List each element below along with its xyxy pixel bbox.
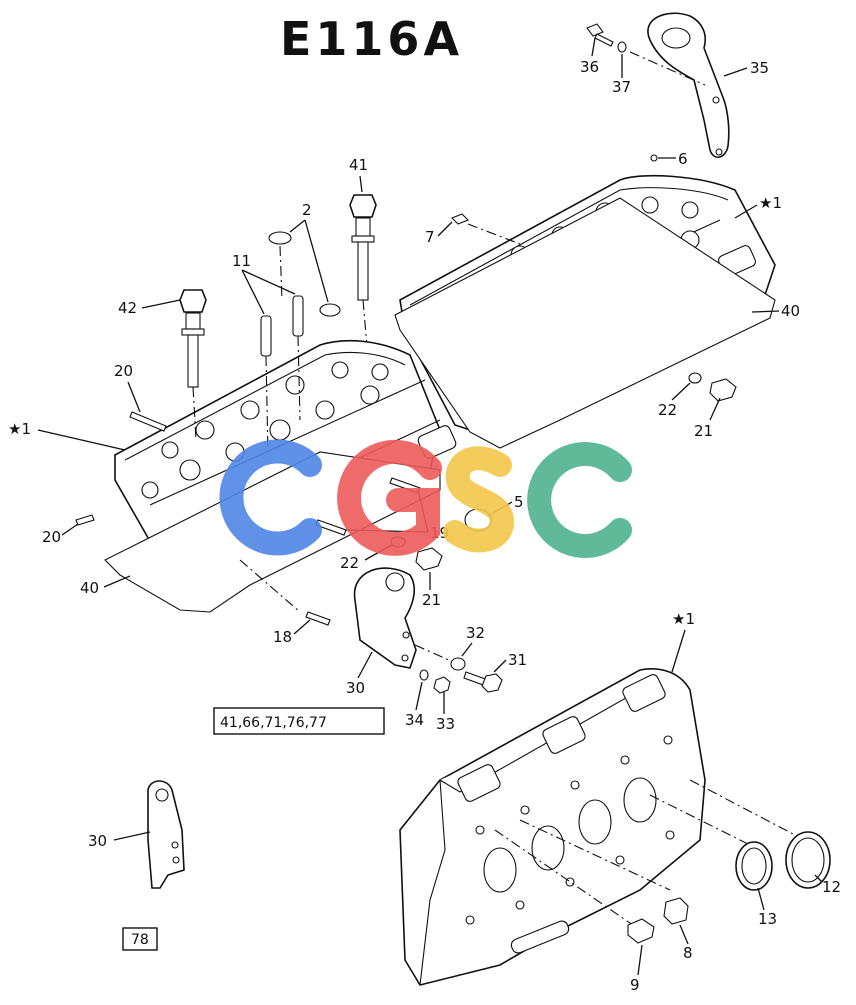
diagram-title: E116A (280, 12, 463, 66)
callout-40-upper: 40 (781, 302, 800, 320)
callout-37: 37 (612, 78, 631, 96)
callout-36: 36 (580, 58, 599, 76)
callout-8: 8 (683, 944, 693, 962)
callout-star1-side: ★1 (672, 610, 695, 628)
lock-washer-34 (419, 669, 429, 681)
callout-40-lower: 40 (80, 579, 99, 597)
dowel-11b (292, 295, 304, 337)
callout-35: 35 (750, 59, 769, 77)
reference-box-secondary (122, 927, 158, 951)
stud-20-upper (129, 411, 167, 432)
plug-6 (650, 154, 658, 162)
washer-22-upper (688, 372, 702, 384)
callout-13: 13 (758, 910, 777, 928)
watermark-logo (219, 439, 632, 558)
bracket-30-bottom (147, 780, 185, 889)
watermark-letter-c1 (219, 439, 322, 556)
plug-2a (268, 231, 292, 245)
stud-20-lower (75, 514, 95, 526)
plug-21-upper (709, 378, 737, 402)
lifting-bracket-35 (647, 12, 730, 158)
reference-box-secondary-text: 78 (131, 932, 149, 948)
bolt-41 (349, 194, 377, 301)
callout-34: 34 (405, 711, 424, 729)
callout-9: 9 (630, 976, 640, 994)
nut-33 (433, 676, 451, 694)
callout-30-middle: 30 (346, 679, 365, 697)
callout-12: 12 (822, 878, 841, 896)
callout-33: 33 (436, 715, 455, 733)
watermark-letter-g (337, 439, 442, 556)
callout-42: 42 (118, 299, 137, 317)
callout-5: 5 (514, 493, 524, 511)
bolt-42 (179, 289, 207, 388)
callout-11: 11 (232, 252, 251, 270)
callout-22-lower: 22 (340, 554, 359, 572)
washer-32 (450, 657, 466, 671)
plug-21-lower (415, 547, 443, 571)
callout-star1-lower: ★1 (8, 420, 31, 438)
callout-18: 18 (273, 628, 292, 646)
bolt-36 (586, 23, 614, 47)
watermark-letter-c2 (527, 442, 632, 558)
reference-box-primary-text: 41,66,71,76,77 (220, 715, 327, 731)
plug-9 (627, 918, 655, 944)
stud-18 (305, 611, 331, 626)
callout-21-upper: 21 (694, 422, 713, 440)
callout-6: 6 (678, 150, 688, 168)
callout-20-lower: 20 (42, 528, 61, 546)
bolt-31 (463, 671, 503, 693)
bracket-30-middle (353, 567, 417, 669)
callout-7: 7 (425, 228, 435, 246)
plug-8 (663, 897, 689, 925)
watermark-letter-s (443, 446, 514, 553)
callout-22-upper: 22 (658, 401, 677, 419)
washer-37 (617, 41, 627, 53)
callout-star1-upper: ★1 (759, 194, 782, 212)
callout-2: 2 (302, 201, 312, 219)
callout-20-upper: 20 (114, 362, 133, 380)
dowel-11a (260, 315, 272, 357)
head-gasket-upper (394, 197, 776, 449)
callout-41: 41 (349, 156, 368, 174)
callout-30-bottom: 30 (88, 832, 107, 850)
callout-31: 31 (508, 651, 527, 669)
reference-box-primary (213, 707, 385, 735)
callout-21-lower: 21 (422, 591, 441, 609)
cylinder-head-side-view (399, 668, 706, 986)
plug-7 (451, 213, 469, 225)
callout-32: 32 (466, 624, 485, 642)
plug-2b (319, 303, 341, 317)
